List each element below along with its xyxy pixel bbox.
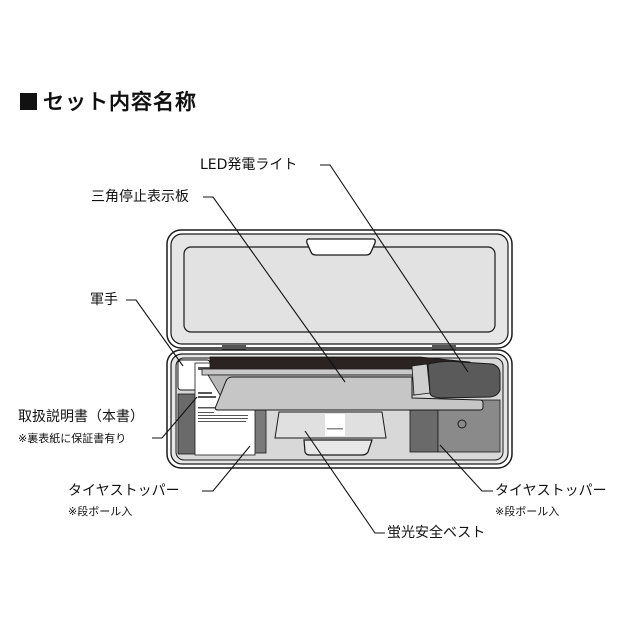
label-vest: 蛍光安全ベスト [387,525,486,541]
case-lid [166,229,513,349]
lid-handle [306,238,376,256]
hinge-right [432,345,456,350]
triangle-plate [201,368,418,376]
label-led-light: LED発電ライト [200,157,298,173]
square-bullet-icon [20,93,37,110]
label-tire-stopper-right: タイヤストッパー [495,483,607,499]
label-tire-stopper-right-note: ※段ボール入 [495,505,560,518]
title-text: セット内容名称 [43,90,197,114]
label-tire-stopper-left-note: ※段ボール入 [68,505,133,518]
leader-gloves [126,299,184,367]
label-triangle-plate: 三角停止表示板 [91,189,189,205]
label-gloves: 軍手 [90,292,118,308]
leader-stopper-right [439,444,493,492]
led-light [427,360,501,399]
leader-vest [304,430,385,534]
leader-led [320,164,469,373]
hinge-left [222,345,246,350]
leader-manual [152,396,198,439]
base-handle [303,439,373,456]
leader-stopper-left [202,445,251,492]
leader-triangle [203,196,346,383]
section-title: セット内容名称 [20,86,197,116]
case-base [166,349,513,469]
leader-lines [126,164,493,534]
label-manual: 取扱説明書（本書） [18,409,144,425]
label-manual-note: ※裏表紙に保証書有り [18,432,127,445]
label-tire-stopper-left: タイヤストッパー [68,483,180,499]
